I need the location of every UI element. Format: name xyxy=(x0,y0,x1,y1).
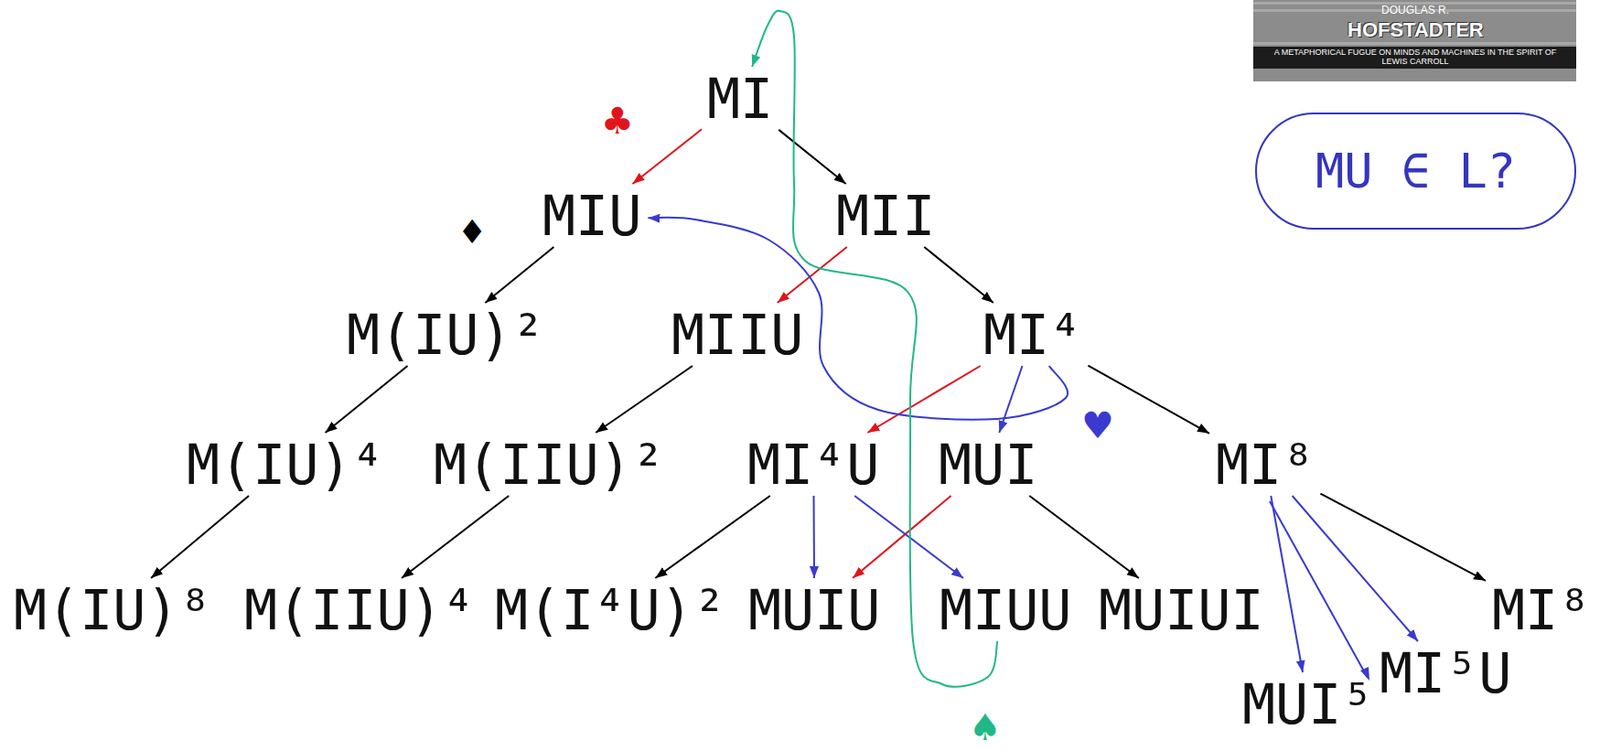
node-text: MI⁴U xyxy=(747,437,881,493)
spade-symbol: ♠ xyxy=(968,707,1002,748)
rule-arrow xyxy=(1320,493,1486,581)
node-text: M(IU)² xyxy=(346,307,546,363)
node-text: M(IIU)⁴ xyxy=(244,582,476,638)
rule-arrow xyxy=(852,495,952,579)
rule-arrow xyxy=(484,246,554,303)
book-author: HOFSTADTER xyxy=(1347,19,1484,42)
string-node: MI⁵U xyxy=(1377,645,1515,701)
rule-arrow xyxy=(1292,495,1418,642)
rule-arrow xyxy=(867,365,980,433)
string-node: MIIU xyxy=(669,307,806,363)
node-text: M(IU)⁴ xyxy=(186,437,386,493)
string-node: MII xyxy=(834,188,937,244)
node-text: M(I⁴U)² xyxy=(494,582,727,638)
node-text: MIUU xyxy=(939,582,1073,638)
string-node: M(IU)⁴ xyxy=(184,437,387,493)
node-text: MUI xyxy=(938,437,1038,493)
node-text: MII xyxy=(836,188,935,244)
string-node: MIUU xyxy=(937,582,1074,638)
string-node: MUI xyxy=(936,437,1040,493)
rule-arrow xyxy=(595,365,693,433)
node-text: MIIU xyxy=(671,307,805,363)
node-text: M(IU)⁸ xyxy=(13,582,213,638)
rule-arrow xyxy=(633,128,703,184)
club-symbol: ♣ xyxy=(601,100,634,141)
node-text: MUI⁵ xyxy=(1242,676,1375,732)
rule-arrow xyxy=(998,365,1022,433)
string-node: MI⁴ xyxy=(981,307,1085,363)
rule-arrow xyxy=(1029,495,1139,579)
node-text: MI⁴ xyxy=(983,307,1083,363)
string-node: MUI⁵ xyxy=(1240,676,1377,732)
rule-arrow xyxy=(1270,495,1303,673)
node-text: MI⁵U xyxy=(1379,645,1513,701)
rule-arrow xyxy=(813,495,817,579)
cover-band xyxy=(1253,46,1577,69)
heart-symbol: ♥ xyxy=(1081,405,1115,446)
string-node: M(IIU)⁴ xyxy=(242,582,478,638)
book-author: DOUGLAS R. xyxy=(1381,4,1450,17)
book-cover xyxy=(1253,0,1577,82)
node-text: MU ∈ L? xyxy=(1315,147,1516,195)
cover-stripe xyxy=(1253,42,1577,45)
rule-arrow xyxy=(401,495,509,579)
string-node: MI⁸ xyxy=(1213,437,1317,493)
string-node: M(IU)² xyxy=(344,307,548,363)
string-node: M(IIU)² xyxy=(431,437,667,493)
string-node: MUIUI xyxy=(1096,582,1267,638)
node-text: MUIUI xyxy=(1098,582,1265,638)
node-text: MI⁸ xyxy=(1492,582,1591,638)
string-node: MI⁸ xyxy=(1490,582,1593,638)
string-node: M(IU)⁸ xyxy=(11,582,215,638)
rule-arrow xyxy=(778,129,846,184)
rule-arrow xyxy=(655,495,771,579)
node-text: MI⁸ xyxy=(1215,437,1315,493)
string-node: MIU xyxy=(540,188,644,244)
string-node: MUIU xyxy=(746,582,883,638)
node-text: MI xyxy=(707,71,774,127)
node-text: MIU xyxy=(542,188,642,244)
string-node: MI⁴U xyxy=(745,437,882,493)
diamond-symbol: ♦ xyxy=(457,214,487,251)
string-node: MI xyxy=(705,71,775,127)
rule-arrow xyxy=(325,365,409,433)
question-box: MU ∈ L? xyxy=(1255,112,1577,230)
node-text: MUIU xyxy=(748,582,881,638)
rule-arrow xyxy=(777,246,848,303)
rule-arrow xyxy=(923,246,994,303)
book-subtitle: A METAPHORICAL FUGUE ON MINDS AND MACHIN… xyxy=(1264,48,1567,67)
string-node: M(I⁴U)² xyxy=(493,582,729,638)
rule-arrow xyxy=(854,495,964,579)
rule-arrow xyxy=(150,495,249,579)
node-text: M(IIU)² xyxy=(433,437,666,493)
